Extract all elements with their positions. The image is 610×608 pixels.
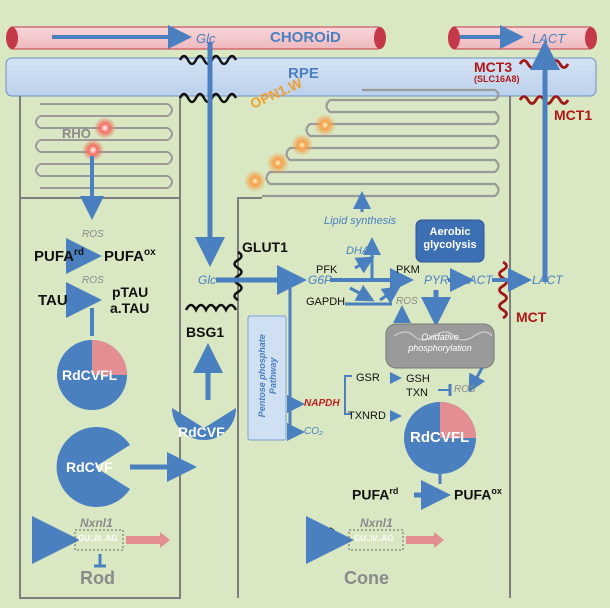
txnrd-label: TXNRD: [348, 410, 386, 422]
rdcvfl-rod-pie: [57, 340, 127, 410]
lact-top-label: LACT: [532, 31, 566, 46]
gsr-label: GSR: [356, 372, 380, 384]
opn1w-glow-3: [267, 152, 289, 174]
mitochondrion-cristae: [393, 331, 493, 341]
rod-label: Rod: [80, 568, 115, 588]
oxphos-to-ros-arrow: [468, 367, 486, 393]
ros-rod-2: ROS: [82, 275, 104, 286]
glycolysis-branch-arrow-2: [379, 286, 401, 304]
aerobic-glycolysis-label: Aerobic glycolysis: [423, 226, 477, 251]
opn1w-glow-2: [291, 134, 313, 156]
napdh-branch: [344, 375, 352, 415]
napdh-label: NAPDH: [304, 398, 340, 409]
pufa-ox-cone: PUFAox: [454, 486, 502, 503]
ros-glyco-label: ROS: [396, 296, 418, 307]
rho-glow-2: [82, 139, 104, 161]
rdcvf-rod-shape: [56, 427, 130, 507]
pkm-label: PKM: [396, 264, 420, 276]
rod-disk-stack: [35, 103, 173, 189]
gsh-label: GSH: [406, 373, 430, 385]
mct3-label: MCT3: [474, 59, 513, 75]
rdcvfl-cone-pie: [404, 402, 476, 474]
ros-rod-1: ROS: [82, 229, 104, 240]
rdcvfl-cone-label: RdCVFL: [410, 429, 470, 446]
gene-rod-label: GU../i/..AG: [78, 534, 118, 543]
pyr-label: PYR: [424, 273, 449, 287]
tau-label: TAU: [38, 292, 68, 309]
atau-label: a.TAU: [110, 300, 150, 316]
dhap-label: DHAP: [346, 245, 377, 257]
mct1-label: MCT1: [554, 107, 593, 123]
pufa-rd-rod: PUFArd: [34, 247, 85, 265]
gapdh-label: GAPDH: [306, 296, 346, 308]
pentose-phosphate-label: Pentose phosphate Pathway: [257, 334, 278, 418]
pufa-ox-rod: PUFAox: [104, 247, 156, 265]
aerobic-glycolysis-box: [415, 219, 485, 263]
nxnl1-cone-label: Nxnl1: [360, 516, 393, 530]
cone-label: Cone: [344, 568, 389, 588]
rdcvf-cup-shape: [172, 408, 236, 440]
rpe-label: RPE: [288, 65, 319, 82]
pentose-phosphate-box: [247, 315, 287, 441]
glut1-transporter: [233, 250, 243, 302]
txn-label: TXN: [406, 387, 428, 399]
cone-disk-zigzag: [262, 88, 500, 198]
glc-top-label: Glc: [196, 31, 216, 46]
glycolysis-branch-arrow-3: [354, 256, 375, 274]
ptau-label: pTAU: [112, 284, 149, 300]
oxphos-label: Oxidative phosphorylation: [408, 332, 472, 353]
pfk-label: PFK: [316, 264, 338, 276]
lact-right-label: LACT: [532, 273, 563, 287]
nxnl1-rod-label: Nxnl1: [80, 516, 113, 530]
rdcvfl-rod-label: RdCVFL: [62, 367, 118, 383]
rpe-band: [5, 57, 597, 97]
mct-cone-transporter: [498, 260, 508, 320]
bsg1-receptor: [184, 303, 238, 313]
rod-cell-outline: [19, 96, 181, 599]
g6p-label: G6P: [308, 273, 333, 287]
rho-glow-1: [94, 117, 116, 139]
glycolysis-branch-arrow: [349, 284, 375, 302]
glut1-label: GLUT1: [242, 239, 288, 255]
bsg1-label: BSG1: [186, 324, 225, 340]
opn1w-glow-4: [244, 170, 266, 192]
pufa-rd-cone: PUFArd: [352, 486, 399, 503]
lipid-synthesis-label: Lipid synthesis: [324, 215, 397, 227]
glc-cone-label: Glc: [198, 273, 216, 287]
ros-cone-label: ROS: [454, 384, 476, 395]
co2-label: CO₂: [304, 426, 323, 437]
gene-diagram-cone: [306, 516, 444, 564]
slc16a8-label: (SLC16A8): [474, 74, 520, 84]
rdcvf-rod-label: RdCVF: [66, 459, 113, 475]
mct-label: MCT: [516, 309, 547, 325]
lact-cone-label: LACT: [462, 273, 493, 287]
opn1w-glow-1: [314, 114, 336, 136]
gene-diagram-rod: [32, 516, 170, 568]
gene-cone-label: GU../i/..AG: [354, 534, 394, 543]
rho-label: RHO: [62, 126, 91, 141]
rdcvf-rpe-label: RdCVF: [178, 424, 225, 440]
choroid-label: CHOROiD: [270, 29, 341, 46]
cone-cell-outline-left: [237, 197, 262, 598]
choroid-vessel-left: [6, 26, 386, 50]
